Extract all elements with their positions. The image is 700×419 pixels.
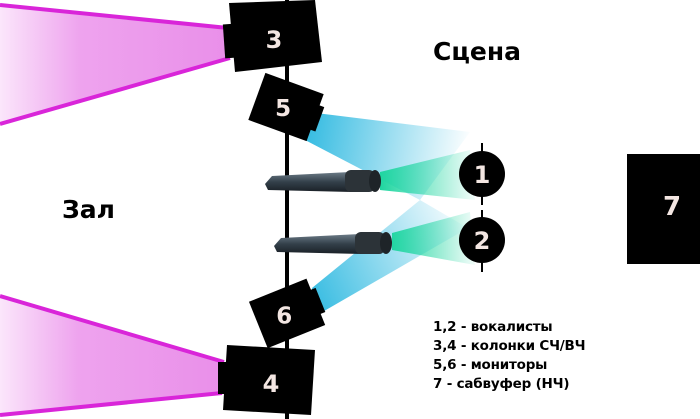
- speaker-4: 4: [218, 345, 315, 415]
- legend-item-speakers: 3,4 - колонки СЧ/ВЧ: [433, 338, 586, 354]
- legend: 1,2 - вокалисты 3,4 - колонки СЧ/ВЧ 5,6 …: [433, 318, 586, 394]
- vocalist-2: 2: [459, 210, 505, 272]
- monitor-5: 5: [248, 72, 325, 142]
- monitor-6-label: 6: [276, 303, 292, 329]
- vocalist-2-label: 2: [474, 227, 491, 255]
- stage-label: Сцена: [433, 37, 521, 66]
- microphone-1: [265, 170, 381, 192]
- vocalist-1-label: 1: [474, 161, 491, 189]
- mic-2-beam: [392, 212, 475, 265]
- monitor-5-label: 5: [275, 96, 291, 122]
- legend-item-vocalists: 1,2 - вокалисты: [433, 319, 553, 335]
- subwoofer-7-label: 7: [663, 192, 681, 222]
- subwoofer-7: 7: [627, 154, 700, 264]
- mic-1-beam: [380, 150, 475, 200]
- monitor-6: 6: [248, 278, 326, 349]
- speaker-3: 3: [222, 0, 322, 72]
- speaker-3-label: 3: [266, 26, 283, 54]
- vocalist-1: 1: [459, 143, 505, 205]
- speaker-4-beam: [0, 294, 225, 417]
- speaker-3-beam: [0, 3, 231, 126]
- microphone-2: [274, 232, 392, 254]
- legend-item-monitors: 5,6 - мониторы: [433, 357, 548, 373]
- speaker-4-label: 4: [263, 370, 280, 398]
- legend-item-subwoofer: 7 - сабвуфер (НЧ): [433, 376, 570, 392]
- hall-label: Зал: [62, 195, 115, 224]
